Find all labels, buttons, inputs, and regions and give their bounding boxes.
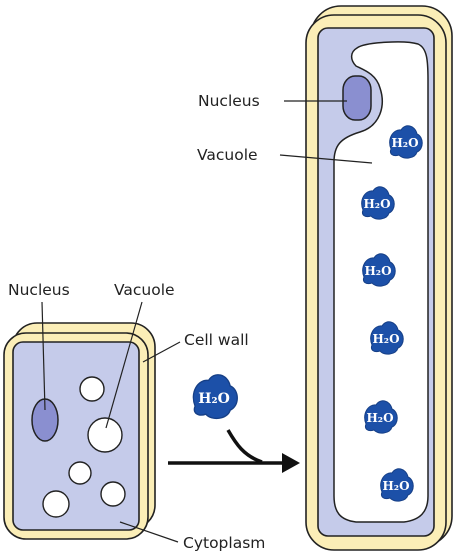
water-inflow-curve <box>228 430 262 462</box>
water-molecule-label: H₂O <box>363 197 390 211</box>
small-vacuole <box>69 462 91 484</box>
cytoplasm-label: Cytoplasm <box>183 534 265 552</box>
small-vacuole <box>101 482 125 506</box>
arrow-head-icon <box>282 453 300 473</box>
water-molecule-label: H₂O <box>372 332 399 346</box>
small-vacuole <box>80 377 104 401</box>
water-molecule-label: H₂O <box>366 411 393 425</box>
water-molecule-label: H₂O <box>364 264 391 278</box>
cell-wall-label: Cell wall <box>184 331 249 349</box>
small-vacuole <box>88 418 122 452</box>
small-vacuole <box>43 491 69 517</box>
large-vacuole-label: Vacuole <box>197 146 258 164</box>
water-uptake: H₂O <box>168 375 300 473</box>
water-molecule-label: H₂O <box>382 479 409 493</box>
large-cell-nucleus <box>343 76 371 120</box>
small-cell <box>4 323 155 539</box>
water-molecule-label: H₂O <box>391 136 418 150</box>
small-nucleus-label: Nucleus <box>8 281 70 299</box>
small-vacuole-label: Vacuole <box>114 281 175 299</box>
water-molecule-label: H₂O <box>198 391 230 407</box>
large-nucleus-label: Nucleus <box>198 92 260 110</box>
